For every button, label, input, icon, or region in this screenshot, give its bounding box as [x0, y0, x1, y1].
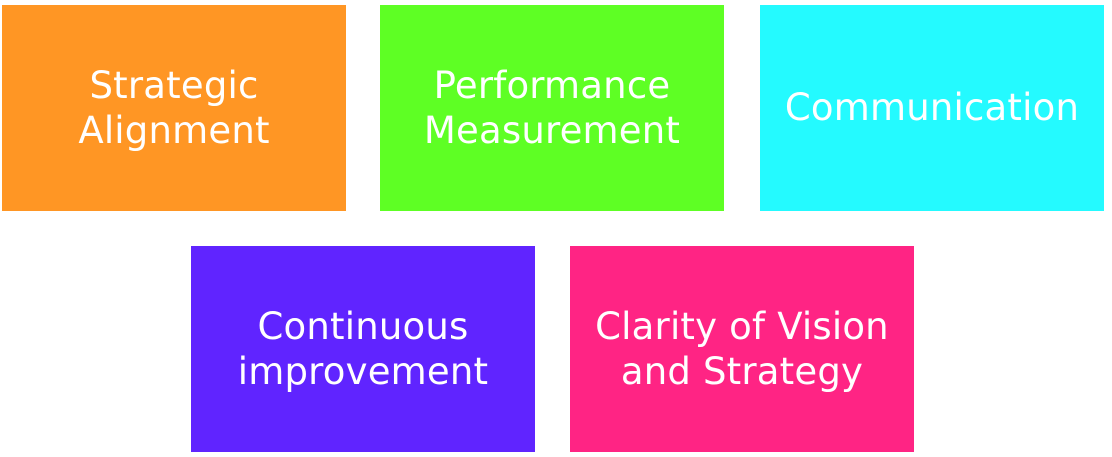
box-label: Performance Measurement — [423, 63, 681, 152]
box-performance-measurement: Performance Measurement — [380, 5, 724, 211]
box-label: Clarity of Vision and Strategy — [595, 304, 889, 393]
box-continuous-improvement: Continuous improvement — [191, 246, 535, 452]
box-strategic-alignment: Strategic Alignment — [2, 5, 346, 211]
box-label: Strategic Alignment — [78, 63, 270, 152]
box-communication: Communication — [760, 5, 1104, 211]
box-label: Continuous improvement — [237, 304, 489, 393]
box-label: Communication — [784, 86, 1080, 130]
box-clarity-of-vision: Clarity of Vision and Strategy — [570, 246, 914, 452]
